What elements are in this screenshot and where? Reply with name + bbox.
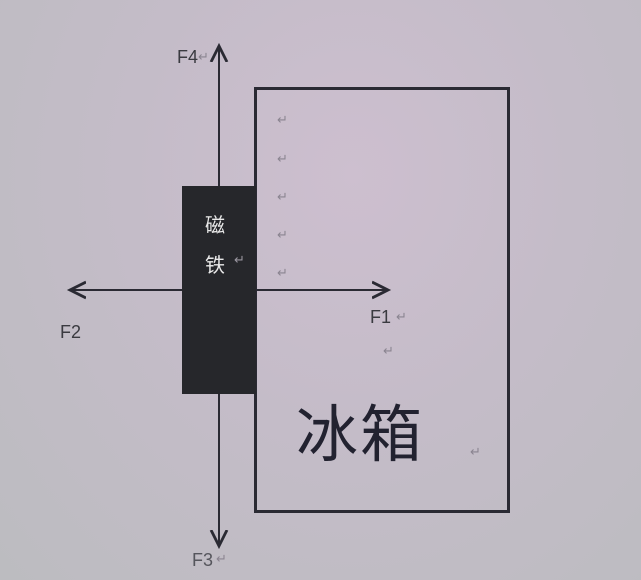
force-label-f4: F4 <box>177 47 199 67</box>
paragraph-mark-icon: ↵ <box>198 50 209 65</box>
paragraph-mark-icon: ↵ <box>277 152 288 167</box>
paragraph-mark-icon: ↵ <box>277 113 288 128</box>
force-label-f3: F3 <box>192 550 214 570</box>
magnet-label-char-1: 磁 <box>205 213 225 237</box>
magnet-block <box>182 186 256 394</box>
paragraph-mark-icon: ↵ <box>396 310 407 325</box>
paragraph-mark-icon: ↵ <box>277 190 288 205</box>
force-label-f2: F2 <box>60 322 82 342</box>
paragraph-mark-icon: ↵ <box>277 228 288 243</box>
paragraph-mark-icon: ↵ <box>383 344 394 359</box>
paragraph-mark-icon: ↵ <box>470 445 481 460</box>
magnet-label-char-2: 铁 <box>205 253 225 277</box>
fridge-label: 冰箱 <box>296 398 425 471</box>
magnet-label: 磁 铁 <box>205 205 235 285</box>
paragraph-mark-icon: ↵ <box>216 552 227 567</box>
force-label-f1: F1 <box>370 307 392 327</box>
paragraph-mark-icon: ↵ <box>234 253 245 268</box>
paragraph-mark-icon: ↵ <box>277 266 288 281</box>
